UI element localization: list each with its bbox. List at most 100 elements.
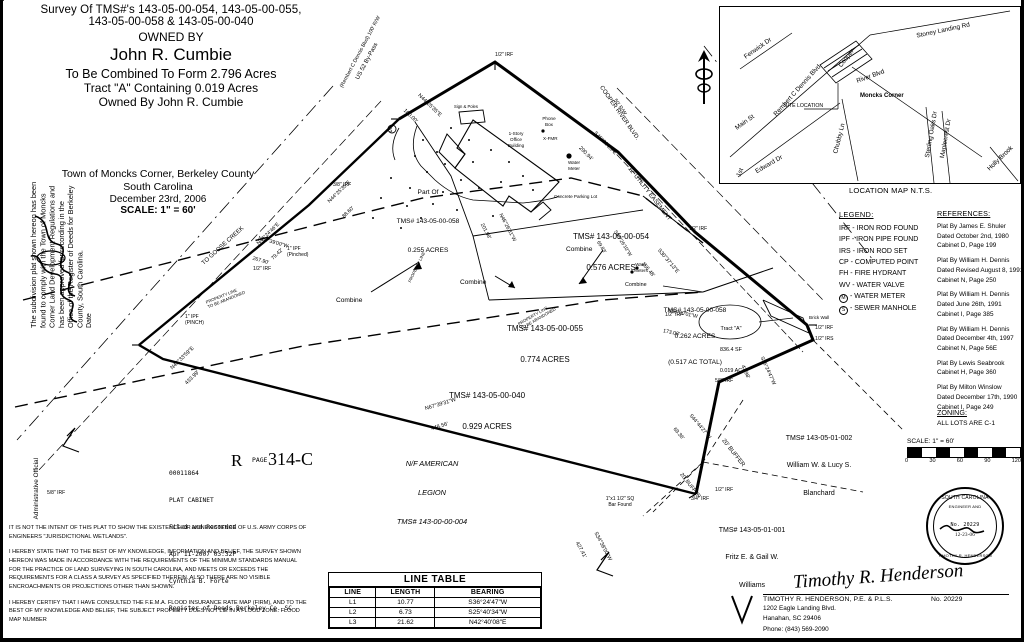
parcel-line: Blanchard bbox=[803, 489, 835, 497]
cert-wetlands: IT IS NOT THE INTENT OF THIS PLAT TO SHO… bbox=[9, 525, 307, 540]
recording-page-label: PAGE bbox=[252, 456, 268, 464]
parcel-line: TMS# 143-05-01-001 bbox=[718, 527, 786, 535]
parcel-line: 836.4 SF bbox=[720, 347, 742, 354]
label-combine-2: Combine bbox=[460, 279, 487, 286]
line-table-caption: LINE TABLE bbox=[329, 573, 541, 587]
title-block: Survey Of TMS#'s 143-05-00-054, 143-05-0… bbox=[21, 4, 321, 109]
label-office-building: 1-Story Office Building bbox=[507, 131, 525, 148]
owned-by-label: OWNED BY bbox=[138, 30, 204, 44]
scale-tick: 0 bbox=[905, 458, 909, 464]
recording-cabinet-label: PLAT CABINET bbox=[169, 496, 214, 504]
parcel-line: TMS# 143-05-00-058 bbox=[663, 307, 727, 315]
parcel-line: 0.774 ACRES bbox=[520, 354, 570, 364]
seal-date: 12-23-06 bbox=[955, 533, 975, 538]
zoning-heading: ZONING: bbox=[937, 408, 967, 417]
certification-block: IT IS NOT THE INTENT OF THIS PLAT TO SHO… bbox=[9, 524, 309, 632]
ref-line: Cabinet N, Page 250 bbox=[937, 276, 997, 284]
seal-top-text: SOUTH CAROLINA bbox=[941, 495, 989, 501]
label-combine-1: Combine bbox=[336, 297, 363, 304]
distance-value: 433.99' bbox=[184, 370, 202, 387]
legend-item-irs: IRS - IRON ROD SET bbox=[839, 246, 918, 257]
reference-group: Plat By James E. Shuler Dated October 2n… bbox=[937, 222, 1021, 251]
bearing-value: N85°39'00"W bbox=[257, 235, 289, 250]
seal-inner-text: ENGINEER AND bbox=[948, 504, 982, 509]
bearing-value: N43°33'59"E bbox=[169, 345, 196, 371]
label-xfmr: X-FMR bbox=[543, 136, 558, 141]
distance-value: 173.08' bbox=[662, 328, 681, 338]
parcel-label-tms-058: TMS# 143-05-00-058 0.262 ACRES (0.517 AC… bbox=[643, 290, 747, 384]
parcel-label-tms-055: TMS# 143-05-00-055 0.774 ACRES bbox=[486, 303, 604, 386]
reference-group: Plat By William H. Dennis Dated Revised … bbox=[937, 256, 1024, 285]
legend-txt-irs: - IRON ROD SET bbox=[852, 247, 908, 255]
recording-clerk: Cynthia B. Forte bbox=[169, 577, 229, 585]
tract-a-note: Tract "A" Containing 0.019 Acres bbox=[83, 81, 259, 95]
parcel-line: 0.019 AC bbox=[719, 368, 743, 375]
parcel-line: TMS# 143-05-00-058 bbox=[396, 218, 460, 226]
references-heading: REFERENCES: bbox=[937, 209, 991, 218]
legend-txt-ipf: - IRON PIPE FOUND bbox=[851, 236, 919, 244]
th-line: LINE bbox=[328, 587, 377, 598]
cell-bearing: S36°24'47"W bbox=[434, 597, 541, 608]
parcel-line: Tract "A" bbox=[720, 326, 742, 333]
legend-txt-irf: - IRON ROD FOUND bbox=[852, 224, 919, 232]
parcel-line: TMS# 143-05-00-054 bbox=[572, 231, 650, 241]
town-county: Town of Moncks Corner, Berkeley County bbox=[61, 168, 255, 180]
parcel-label-tms-040: TMS# 143-05-00-040 0.929 ACRES bbox=[428, 370, 546, 453]
moncks-corner-label: Moncks Corner bbox=[860, 93, 904, 99]
distance-value: 88.60' bbox=[341, 205, 356, 220]
ref-line: Dated December 17th, 1990 bbox=[937, 393, 1018, 401]
ref-line: Dated Revised August 8, 1991 bbox=[937, 266, 1024, 274]
owner-name: John R. Cumbie bbox=[110, 45, 232, 64]
location-map-caption: LOCATION MAP N.T.S. bbox=[849, 186, 933, 195]
parcel-line: 0.576 ACRES bbox=[586, 262, 636, 272]
cell-length: 10.77 bbox=[375, 597, 436, 608]
parcel-line: 0.262 ACRES bbox=[674, 332, 716, 340]
scale-tick: 120 bbox=[1011, 458, 1021, 464]
parcel-label-part-of-058: Part Of TMS# 143-05-00-058 0.255 ACRES bbox=[380, 168, 476, 277]
surveyor-phone: Phone: (843) 569-2090 bbox=[763, 625, 829, 633]
distance-value: 69.83' bbox=[595, 239, 608, 255]
ref-line: Dated October 2nd, 1980 bbox=[937, 232, 1009, 240]
label-water-meter: Water Meter bbox=[567, 160, 581, 171]
ref-line: Plat By Lewis Seabrook bbox=[937, 359, 1005, 367]
monument-58irf-a: 5/8" IRF bbox=[715, 378, 734, 384]
monument-12irf-e: 1/2" IRF bbox=[253, 266, 272, 272]
legend-sym-irs: IRS bbox=[839, 247, 851, 255]
legend-txt-fh: - FIRE HYDRANT bbox=[850, 270, 907, 278]
recording-filed: Filed and Recorded bbox=[169, 523, 237, 531]
distance-value: 156.48' bbox=[639, 261, 656, 279]
label-concrete-parking-lot: Concrete Parking Lot bbox=[554, 194, 598, 199]
parcel-label-tract-a: Tract "A" 836.4 SF 0.019 AC bbox=[706, 312, 756, 389]
distance-value: 201.98' bbox=[478, 222, 492, 241]
parcel-line: TMS# 143-05-00-040 bbox=[448, 390, 526, 400]
monument-34irf: 3/4" IRF bbox=[691, 496, 710, 502]
sewer-manhole-icon: S bbox=[839, 305, 848, 315]
approval-signature bbox=[25, 196, 87, 326]
distance-value: 69.36' bbox=[671, 426, 686, 442]
bearing-value: S36°24'47"W bbox=[758, 355, 777, 387]
title-line-2: 143-05-00-058 & 143-05-00-040 bbox=[88, 16, 254, 28]
legend-item-water-meter: M - WATER METER bbox=[839, 291, 918, 303]
svg-text:S: S bbox=[389, 128, 393, 134]
parcel-line: LEGION bbox=[418, 488, 446, 498]
surveyor-name: TIMOTHY R. HENDERSON, P.E. & P.L.S. bbox=[763, 596, 893, 603]
monument-38irf-a: 3/8" IRF bbox=[333, 182, 352, 188]
cell-length: 21.62 bbox=[375, 617, 436, 628]
label-combine-3: Combine bbox=[566, 246, 593, 253]
ref-line: Cabinet D, Page 199 bbox=[937, 242, 997, 250]
parcel-label-tms-054: TMS# 143-05-00-054 0.576 ACRES bbox=[552, 211, 670, 294]
bearing-value: S45°36'23"E bbox=[592, 130, 619, 156]
recording-doc-number: 00011864 bbox=[169, 469, 199, 477]
parcel-line: TMS# 143-05-01-002 bbox=[785, 435, 853, 443]
parcel-line: 0.255 ACRES bbox=[407, 247, 449, 255]
ref-line: Dated December 4th, 1997 bbox=[937, 335, 1014, 343]
monument-1ipf-b: 1" IPF (Pinched) bbox=[287, 246, 309, 258]
surveyor-address-2: Hanahan, SC 29406 bbox=[763, 615, 821, 623]
bearing-value: N67°39'31"W bbox=[424, 396, 457, 412]
ref-line: Cabinet N, Page 56E bbox=[937, 345, 998, 353]
water-meter-icon: M bbox=[839, 293, 848, 303]
line-table-header-row: LINE LENGTH BEARING bbox=[328, 587, 541, 598]
reference-group: Plat By William H. Dennis Dated December… bbox=[937, 325, 1021, 354]
legend-sym-wv: WV bbox=[839, 281, 851, 289]
